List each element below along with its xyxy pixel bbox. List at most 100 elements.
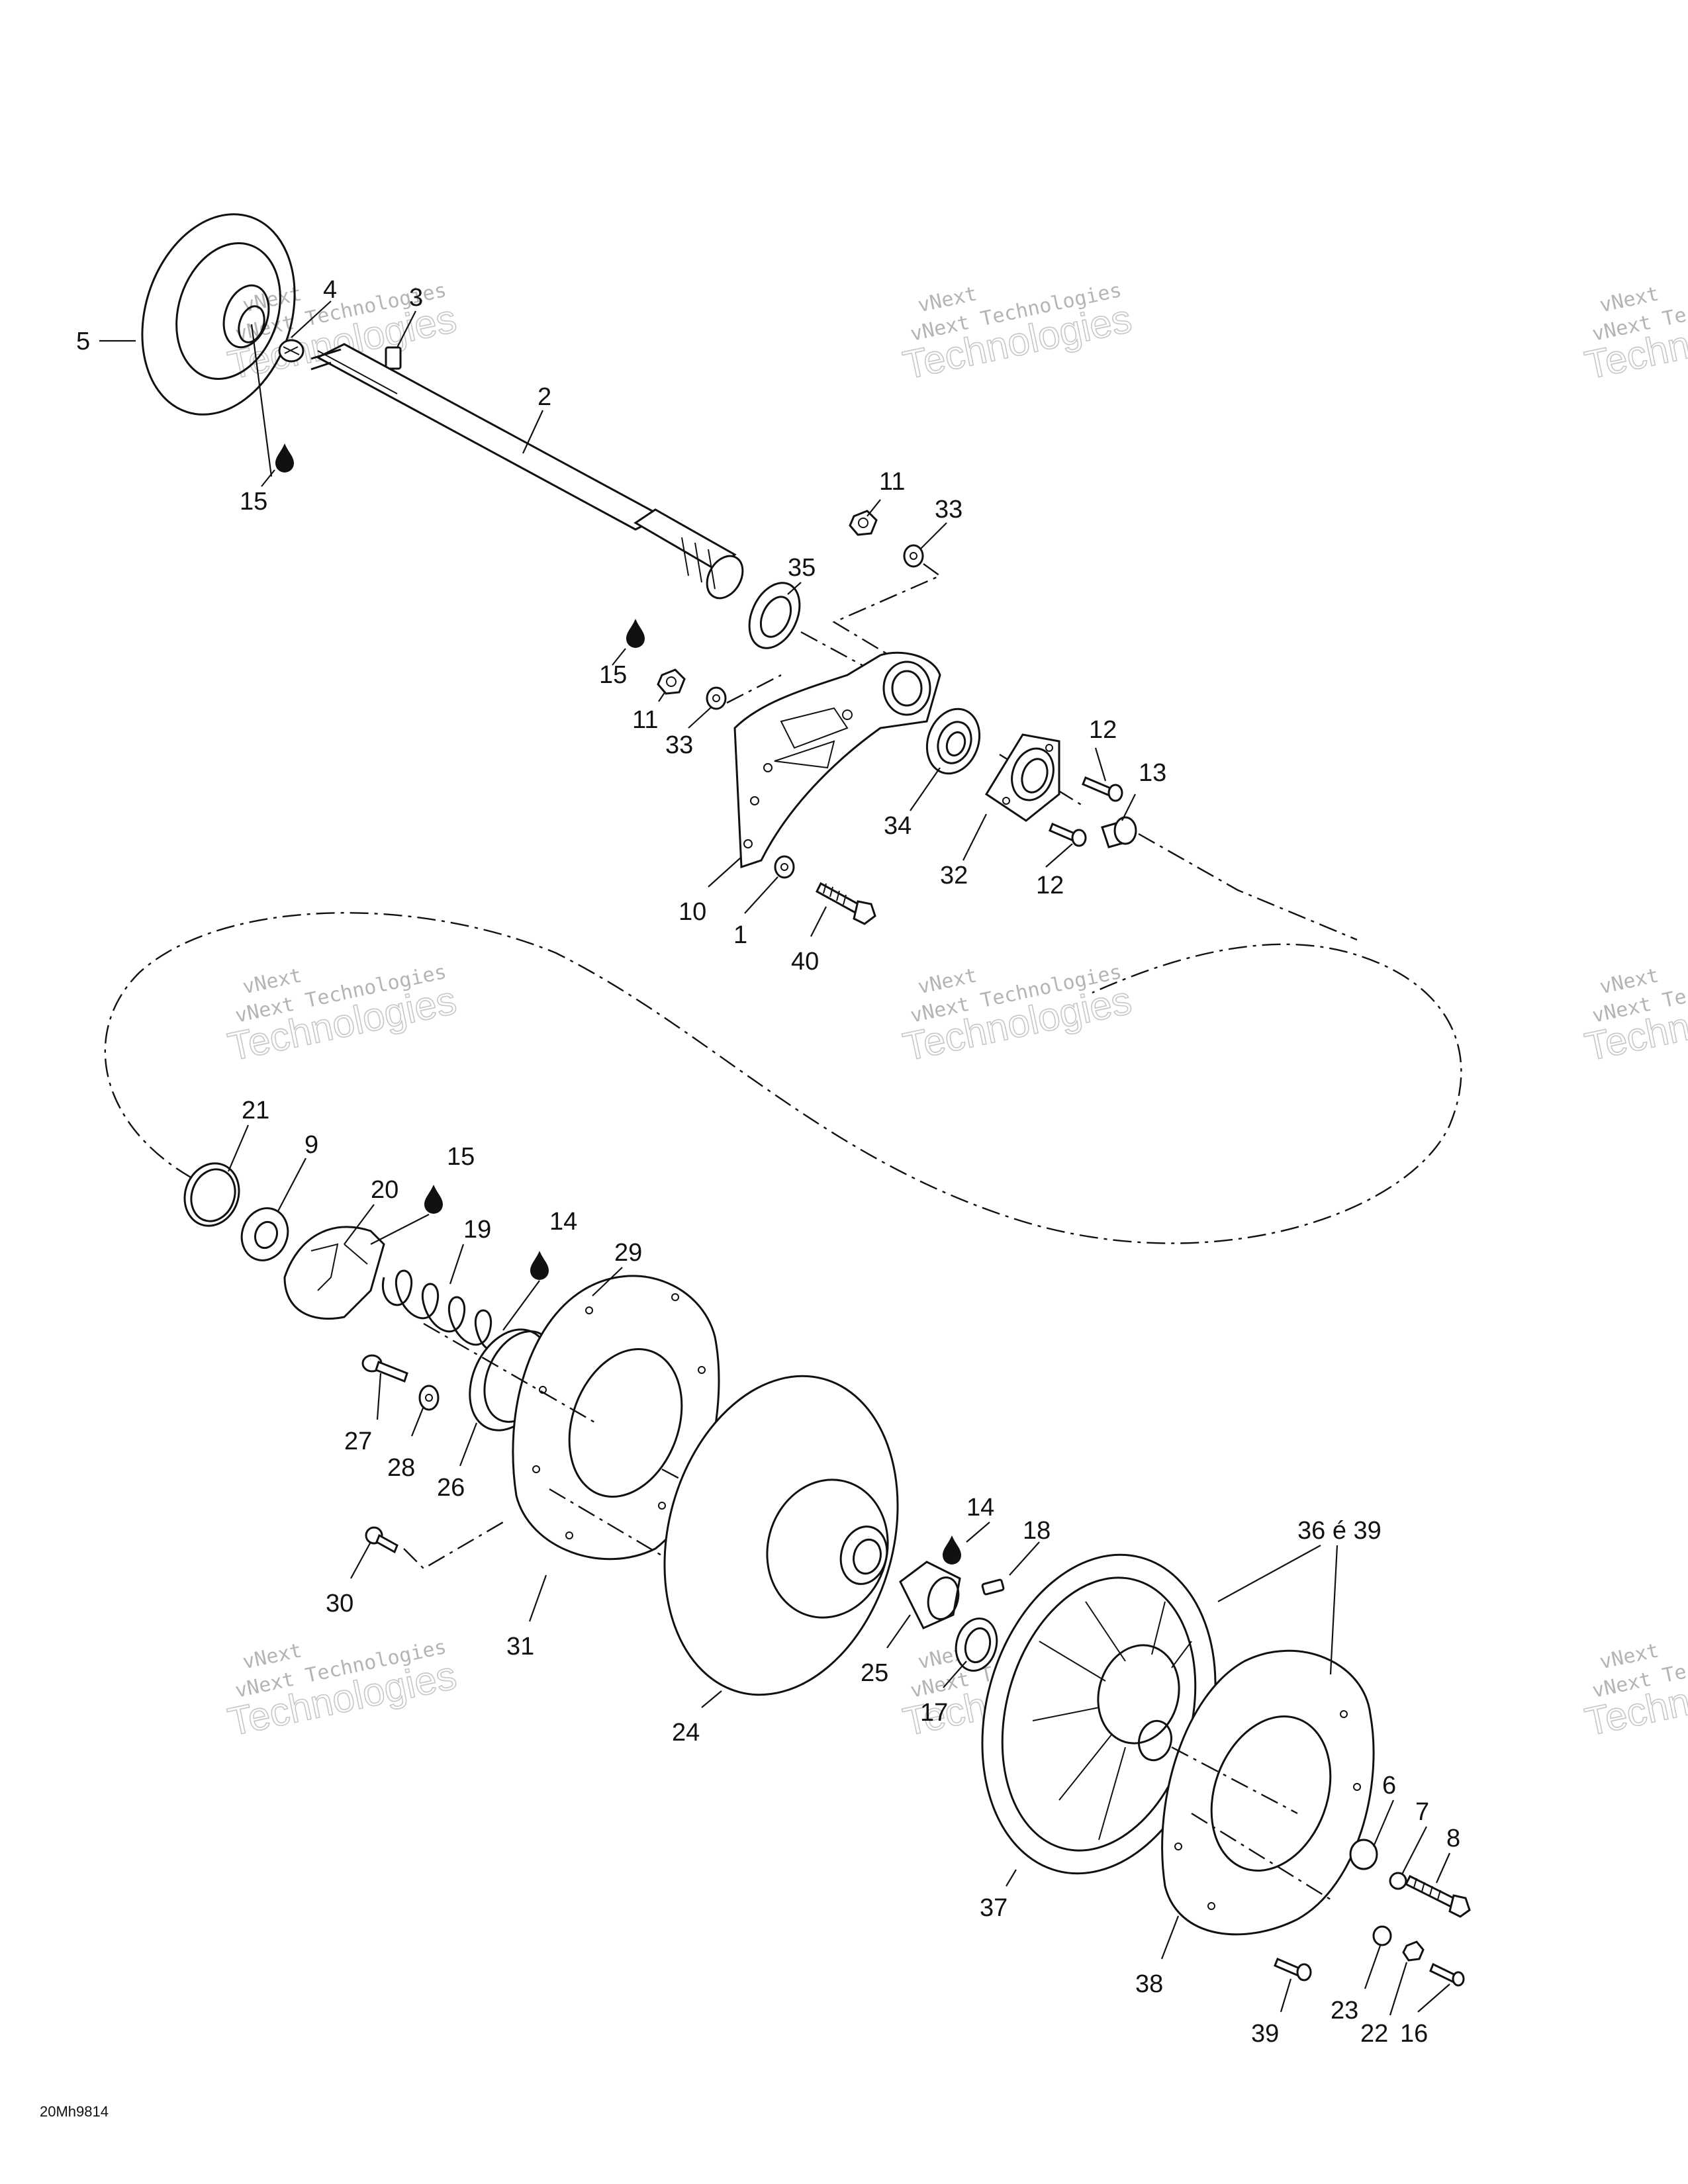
drive-belt-outline	[104, 912, 1462, 1244]
callout-label: 26	[437, 1474, 465, 1502]
watermark: vNext vNext Technologies Technologies	[224, 960, 461, 1069]
watermark: vNext vNext Technologies Technologies	[1581, 279, 1688, 388]
screw-part-30	[365, 1526, 399, 1554]
callout-label: 4	[323, 276, 337, 304]
callout-label: 13	[1139, 759, 1166, 787]
support-bracket-part-10	[733, 651, 941, 869]
screw-part-16	[1429, 1962, 1465, 1987]
lubricant-drop-icon	[275, 443, 961, 1565]
nut-part-11-upper	[849, 510, 878, 536]
callout-label: 21	[242, 1097, 269, 1124]
cover-plate-part-38	[1161, 1649, 1375, 1936]
key-part-3	[385, 346, 402, 370]
callout-label: 34	[884, 812, 912, 840]
callout-label: 7	[1415, 1798, 1429, 1826]
assembly-line	[1171, 1746, 1331, 1901]
bushing-part-25	[899, 1561, 961, 1629]
watermark: vNext vNext Technologies Technologies	[899, 279, 1136, 388]
callout-label: 11	[632, 706, 658, 734]
assembly-line	[832, 563, 942, 683]
drawing-code: 20Mh9814	[40, 2103, 109, 2120]
watermark: vNext vNext Technologies Technologies	[1581, 960, 1688, 1069]
nut-part-11-lower	[657, 668, 686, 695]
callout-label: 25	[861, 1659, 888, 1687]
watermark: vNext vNext Technologies Technologies	[224, 1635, 461, 1745]
callout-label: 15	[599, 661, 627, 689]
callout-label: 37	[980, 1894, 1008, 1922]
nut-part-22	[1402, 1940, 1425, 1962]
fixed-sheave	[141, 213, 296, 416]
screw-part-39	[1274, 1958, 1312, 1981]
callout-label: 18	[1023, 1517, 1051, 1545]
cover-plate-part-31	[512, 1275, 720, 1561]
callout-label: 8	[1446, 1825, 1460, 1852]
washer-part-7	[1389, 1872, 1407, 1890]
bushing-part-4	[278, 339, 305, 363]
circlip-part-21	[183, 1162, 240, 1227]
callout-label: 5	[76, 328, 90, 355]
washer-part-33-upper	[903, 544, 924, 568]
ring-part-17	[955, 1617, 998, 1672]
callout-label: 28	[387, 1454, 415, 1482]
seal-part-35	[748, 582, 801, 649]
watermark: vNext vNext Technologies Technologies	[1581, 1635, 1688, 1745]
callout-label: 32	[940, 862, 968, 889]
callout-label: 23	[1331, 1997, 1358, 2025]
callout-label: 36 é 39	[1297, 1517, 1382, 1545]
callout-label: 14	[549, 1208, 577, 1236]
callout-label: 9	[305, 1131, 318, 1159]
bolt-part-8	[1404, 1874, 1471, 1918]
bearing-part-34	[925, 707, 981, 775]
bearing-flange-part-32	[984, 733, 1060, 822]
callout-label: 39	[1251, 2020, 1279, 2048]
callout-label: 1	[733, 921, 747, 949]
callout-label: 29	[614, 1239, 642, 1267]
watermark: vNext vNext Technologies Technologies	[899, 960, 1136, 1069]
washer-part-9	[240, 1207, 289, 1261]
movable-sheave-part-24	[663, 1375, 899, 1696]
callout-label: 10	[679, 898, 706, 926]
callout-label: 16	[1400, 2020, 1428, 2048]
cap-part-13	[1101, 816, 1137, 848]
key-part-18	[981, 1578, 1005, 1596]
callout-label: 3	[409, 284, 423, 312]
callout-label: 12	[1036, 872, 1064, 899]
washer-part-1	[774, 855, 795, 879]
callout-label: 11	[879, 468, 905, 496]
callout-label: 22	[1360, 2020, 1388, 2048]
callouts: 5 4 3 2 15 11 33 35 15 11 33 12 13 34 32…	[76, 276, 1460, 2048]
callout-label: 14	[966, 1494, 994, 1522]
callout-label: 38	[1135, 1970, 1163, 1998]
callout-label: 33	[665, 731, 693, 759]
callout-label: 40	[791, 948, 819, 976]
screw-part-12-upper	[1082, 776, 1123, 802]
assembly-line	[726, 674, 782, 704]
callout-label: 6	[1382, 1772, 1396, 1799]
callout-label: 27	[344, 1428, 372, 1455]
spring-part-19	[381, 1269, 511, 1352]
leader-lines	[99, 300, 1451, 2016]
driven-shaft	[310, 343, 744, 600]
callout-label: 15	[447, 1143, 475, 1171]
bolt-part-40	[816, 882, 876, 925]
callout-label: 2	[538, 383, 551, 411]
callout-label: 24	[672, 1719, 700, 1747]
washer-part-23	[1372, 1925, 1392, 1946]
callout-label: 35	[788, 554, 816, 582]
callout-label: 33	[935, 496, 962, 523]
callout-label: 31	[506, 1633, 534, 1661]
callout-label: 17	[920, 1699, 948, 1727]
callout-label: 15	[240, 488, 267, 516]
callout-label: 12	[1089, 716, 1117, 744]
watermark-group: vNext vNext Technologies Technologies vN…	[224, 279, 1688, 1745]
screw-part-12-lower	[1049, 823, 1087, 847]
washer-part-28	[418, 1385, 440, 1411]
assembly-line	[403, 1521, 504, 1570]
washer-part-33-lower	[706, 686, 727, 710]
callout-label: 20	[371, 1176, 399, 1204]
callout-label: 30	[326, 1590, 353, 1617]
washer-part-6	[1349, 1839, 1378, 1870]
cam-part-20	[283, 1226, 385, 1320]
callout-label: 19	[463, 1216, 491, 1244]
